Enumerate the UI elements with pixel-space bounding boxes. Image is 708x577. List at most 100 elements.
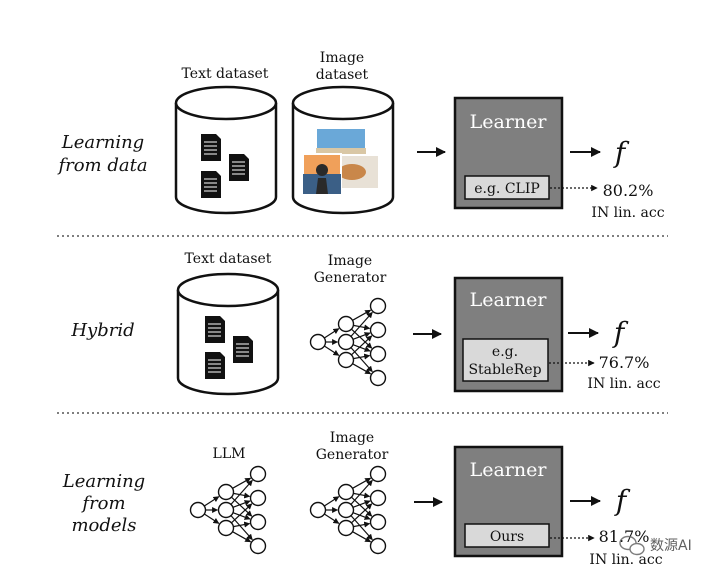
model-label: e.g. CLIP (474, 181, 540, 197)
document-icon (201, 171, 221, 198)
document-icon (229, 154, 249, 181)
nn-edge (352, 309, 372, 321)
model-box (464, 175, 550, 200)
nn-edge (352, 512, 371, 520)
nn-node (369, 321, 387, 339)
nn-node (369, 489, 387, 507)
document-icon (201, 134, 221, 161)
nn-edge (351, 335, 373, 356)
nn-edge (323, 345, 340, 356)
row-learning-from-data: Learning from data Text dataset Image da… (56, 50, 664, 221)
nn-edge (351, 503, 373, 524)
neural-network-icon (309, 465, 387, 555)
text-dataset-cylinder-icon (174, 85, 278, 215)
model-box (464, 523, 550, 548)
photo-stack-icon (302, 127, 380, 195)
nn-node (249, 513, 267, 531)
row-label-line-3: models (71, 515, 136, 536)
nn-node (337, 501, 355, 519)
nn-edge (323, 496, 340, 507)
nn-edge (233, 521, 251, 528)
nn-node (249, 489, 267, 507)
output-function-symbol: f (614, 484, 631, 517)
learner-title: Learner (470, 111, 548, 133)
neural-network-icon (189, 465, 267, 555)
nn-edge (350, 479, 373, 505)
nn-edge (232, 477, 252, 489)
nn-edge (232, 500, 251, 508)
learner-title: Learner (470, 459, 548, 481)
output-function-symbol: f (613, 136, 630, 169)
nn-node (189, 501, 207, 519)
image-generator-label-line-2: Generator (316, 447, 389, 463)
nn-edge (352, 344, 371, 352)
nn-node (217, 501, 235, 519)
nn-node (217, 483, 235, 501)
nn-edge (203, 496, 220, 507)
watermark: 数源AI (619, 535, 692, 556)
llm-label: LLM (213, 446, 246, 462)
model-label: Ours (490, 529, 524, 545)
row-label-line-1: Learning (62, 471, 145, 492)
accuracy-value: 80.2% (603, 181, 654, 200)
nn-node (309, 333, 327, 351)
nn-node (309, 501, 327, 519)
nn-edge (353, 492, 371, 499)
model-box (462, 338, 549, 382)
nn-node (337, 315, 355, 333)
accuracy-value: 76.7% (599, 353, 650, 372)
nn-edge (353, 324, 371, 331)
text-dataset-cylinder-icon (176, 272, 280, 396)
nn-edge (323, 513, 340, 524)
metric-label: IN lin. acc (587, 376, 660, 392)
document-icon (233, 336, 253, 363)
nn-edge (230, 479, 253, 505)
watermark-text: 数源AI (650, 538, 692, 554)
nn-node (337, 483, 355, 501)
row-learning-from-models: Learning from models LLM Image Generator… (62, 430, 663, 568)
nn-edge (353, 353, 371, 360)
nn-edge (232, 531, 252, 543)
nn-node (369, 369, 387, 387)
nn-edge (353, 521, 371, 528)
model-label-line-2: StableRep (468, 362, 541, 378)
image-generator-label-line-2: Generator (314, 270, 387, 286)
nn-edge (352, 500, 371, 508)
document-icon (205, 316, 225, 343)
row-label-line-1: Hybrid (70, 320, 134, 341)
nn-edge (352, 332, 371, 340)
nn-node (217, 519, 235, 537)
model-label-line-1: e.g. (492, 344, 518, 360)
row-label-line-2: from (80, 493, 125, 514)
row-label-line-1: Learning (61, 132, 144, 153)
nn-node (369, 345, 387, 363)
learner-title: Learner (470, 289, 548, 311)
nn-edge (203, 513, 220, 524)
nn-node (337, 333, 355, 351)
text-dataset-label: Text dataset (182, 66, 269, 82)
nn-node (249, 537, 267, 555)
document-icon (205, 352, 225, 379)
nn-node (369, 297, 387, 315)
image-dataset-cylinder-icon (291, 85, 395, 215)
nn-node (337, 351, 355, 369)
image-generator-label-line-1: Image (328, 253, 372, 269)
accuracy-value: 81.7% (599, 527, 650, 546)
row-label-line-2: from data (56, 155, 147, 176)
nn-edge (323, 328, 340, 339)
nn-edge (231, 503, 253, 524)
nn-edge (352, 477, 372, 489)
row-hybrid: Hybrid Text dataset Image Generator Lear… (70, 251, 661, 396)
nn-edge (352, 531, 372, 543)
output-function-symbol: f (612, 316, 629, 349)
nn-edge (350, 311, 373, 337)
nn-edge (233, 492, 251, 499)
nn-node (337, 519, 355, 537)
nn-edge (352, 363, 372, 375)
nn-node (369, 537, 387, 555)
nn-edge (232, 512, 251, 520)
wechat-logo-icon (619, 535, 645, 556)
metric-label: IN lin. acc (591, 205, 664, 221)
nn-node (369, 513, 387, 531)
